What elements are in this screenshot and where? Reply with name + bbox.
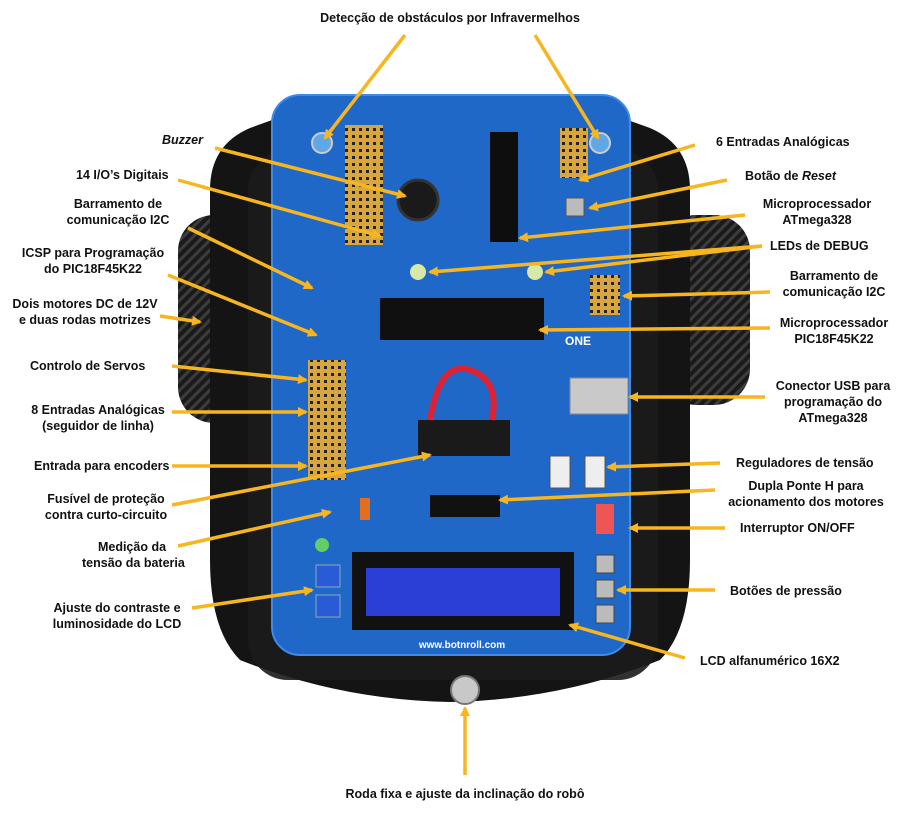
terminal-block xyxy=(418,420,510,456)
arrow-icsp xyxy=(167,273,318,337)
label-reset: Botão de Reset xyxy=(745,169,836,183)
atmega-chip xyxy=(490,132,518,242)
hbridge-chip xyxy=(430,495,500,517)
board-brand: ONE xyxy=(565,334,591,348)
fuse xyxy=(360,498,370,520)
lcd-screen xyxy=(366,568,560,616)
arrow-digital xyxy=(177,178,382,239)
pic-chip xyxy=(380,298,544,340)
lcd-pot-2 xyxy=(315,594,341,618)
arrow-ir-left xyxy=(323,33,407,140)
ir-sensor-left xyxy=(311,132,333,154)
onoff-switch xyxy=(596,504,614,534)
label-onoff: Interruptor ON/OFF xyxy=(740,521,855,535)
arrow-regulators xyxy=(606,461,721,472)
arrow-battery xyxy=(177,508,332,548)
lcd-pot-1 xyxy=(315,564,341,588)
label-buzzer: Buzzer xyxy=(162,133,203,147)
label-encoders: Entrada para encoders xyxy=(34,459,170,473)
label-ir-detection: Detecção de obstáculos por Infravermelho… xyxy=(320,11,580,25)
label-pushbuttons: Botões de pressão xyxy=(730,584,842,598)
label-caster: Roda fixa e ajuste da inclinação do robô xyxy=(345,787,585,801)
push-button-2 xyxy=(595,579,615,599)
i2c-right-header xyxy=(590,275,620,315)
arrow-analog6 xyxy=(578,143,696,183)
left-headers xyxy=(308,360,346,480)
reset-button xyxy=(565,197,585,217)
arrow-led-2 xyxy=(544,244,763,277)
board-url: www.botnroll.com xyxy=(418,640,505,651)
label-digital-io: 14 I/O’s Digitais xyxy=(76,168,169,182)
arrow-motors xyxy=(159,314,202,326)
led-debug-1 xyxy=(410,264,426,280)
caster-wheel xyxy=(450,675,480,705)
label-leds-debug: LEDs de DEBUG xyxy=(770,239,869,253)
arrow-i2c-right xyxy=(622,290,771,301)
arrow-atmega xyxy=(518,213,746,243)
usb-connector xyxy=(569,377,629,415)
arrows xyxy=(159,33,771,775)
push-button-1 xyxy=(595,554,615,574)
label-regulators: Reguladores de tensão xyxy=(736,456,874,470)
regulator-2 xyxy=(584,455,606,489)
push-button-3 xyxy=(595,604,615,624)
label-servos: Controlo de Servos xyxy=(30,359,146,373)
motor-wires xyxy=(427,365,497,421)
arrow-led-1 xyxy=(428,244,763,277)
arrow-hbridge xyxy=(498,488,716,505)
label-analog6: 6 Entradas Analógicas xyxy=(716,135,850,149)
label-lcd: LCD alfanumérico 16X2 xyxy=(700,654,840,668)
arrow-pic xyxy=(538,324,771,335)
arrow-reset xyxy=(588,178,728,212)
arrow-fuse xyxy=(171,451,432,507)
label-analog8: 8 Entradas Analógicas(seguidor de linha) xyxy=(31,403,165,433)
led-debug-2 xyxy=(527,264,543,280)
ir-sensor-right xyxy=(589,132,611,154)
regulator-1 xyxy=(549,455,571,489)
analog-header-top xyxy=(560,128,588,178)
arrow-lcd xyxy=(568,622,686,660)
arrow-lcd-adjust xyxy=(191,586,314,610)
arrow-servos xyxy=(171,364,308,385)
arrow-ir-right xyxy=(533,34,600,140)
arrow-buzzer xyxy=(214,146,407,199)
buzzer xyxy=(396,178,440,222)
battery-led xyxy=(315,538,329,552)
arrow-i2c-left xyxy=(187,226,314,290)
